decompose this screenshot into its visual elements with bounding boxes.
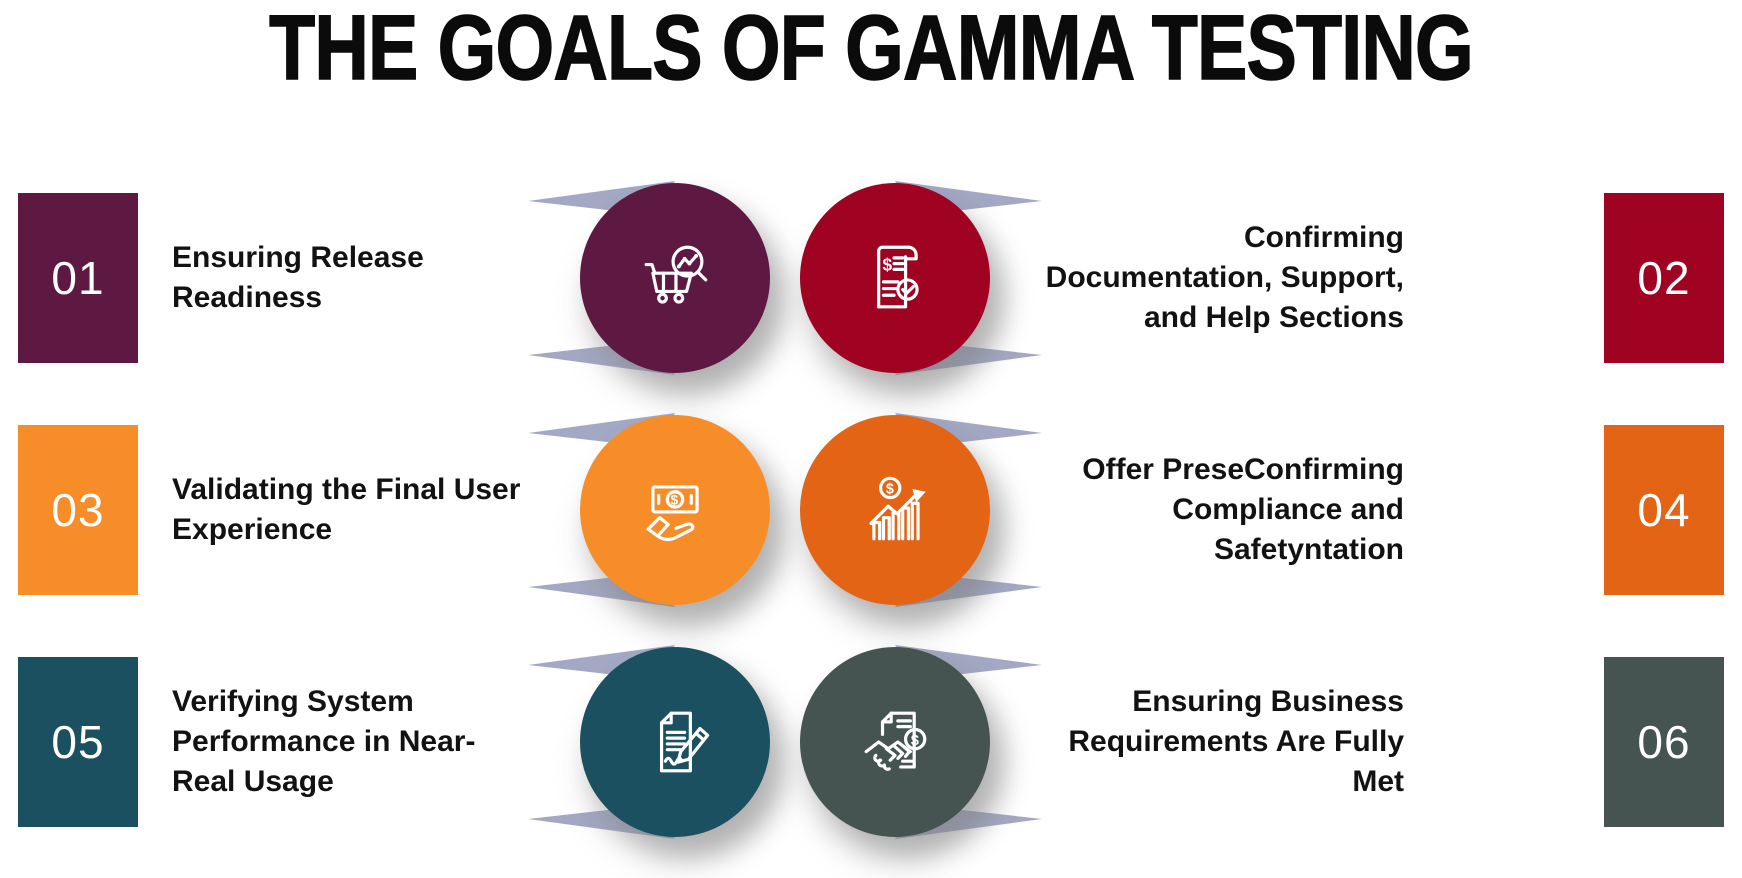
goal-circle-05 [580, 647, 770, 837]
goal-circle-group-01 [440, 163, 910, 393]
goal-label-02: Confirming Documentation, Support, and H… [1045, 221, 1404, 334]
number-square-04: 04 [1604, 425, 1724, 595]
invoice-check-icon: $ [847, 230, 943, 326]
number-square-01: 01 [18, 193, 138, 363]
contract-pencil-icon [627, 694, 723, 790]
number-square-03: 03 [18, 425, 138, 595]
cart-analytics-icon [627, 230, 723, 326]
growth-chart-icon: $ [847, 462, 926, 558]
svg-text:$: $ [886, 482, 894, 498]
goal-circle-06: $ [800, 647, 990, 837]
goal-circle-group-02: $ [660, 163, 1130, 393]
page-title: THE GOALS OF GAMMA TESTING [268, 0, 1474, 99]
goal-circle-group-06: $ [660, 627, 1130, 857]
number-square-06: 06 [1604, 657, 1724, 827]
svg-text:$: $ [911, 733, 919, 749]
goal-circle-group-05 [440, 627, 910, 857]
goal-label-01: Ensuring Release Readiness [172, 241, 424, 314]
number-square-05: 05 [18, 657, 138, 827]
goal-label-04: Offer PreseConfirming Compliance and Saf… [1082, 453, 1404, 566]
goal-circle-04: $ [800, 415, 990, 605]
goal-circle-group-04: $ [660, 395, 1130, 625]
svg-text:$: $ [883, 254, 893, 274]
goal-circle-03: $ [580, 415, 770, 605]
money-hand-icon: $ [627, 462, 723, 558]
goal-circle-01 [580, 183, 770, 373]
goal-circle-group-03: $ [440, 395, 910, 625]
handshake-deal-icon: $ [847, 694, 943, 790]
goal-label-06: Ensuring Business Requirements Are Fully… [1068, 685, 1404, 798]
goal-circle-02: $ [800, 183, 990, 373]
goal-label-05: Verifying System Performance in Near- Re… [172, 685, 476, 798]
svg-text:$: $ [671, 493, 679, 508]
goal-label-03: Validating the Final User Experience [172, 473, 521, 546]
number-square-02: 02 [1604, 193, 1724, 363]
